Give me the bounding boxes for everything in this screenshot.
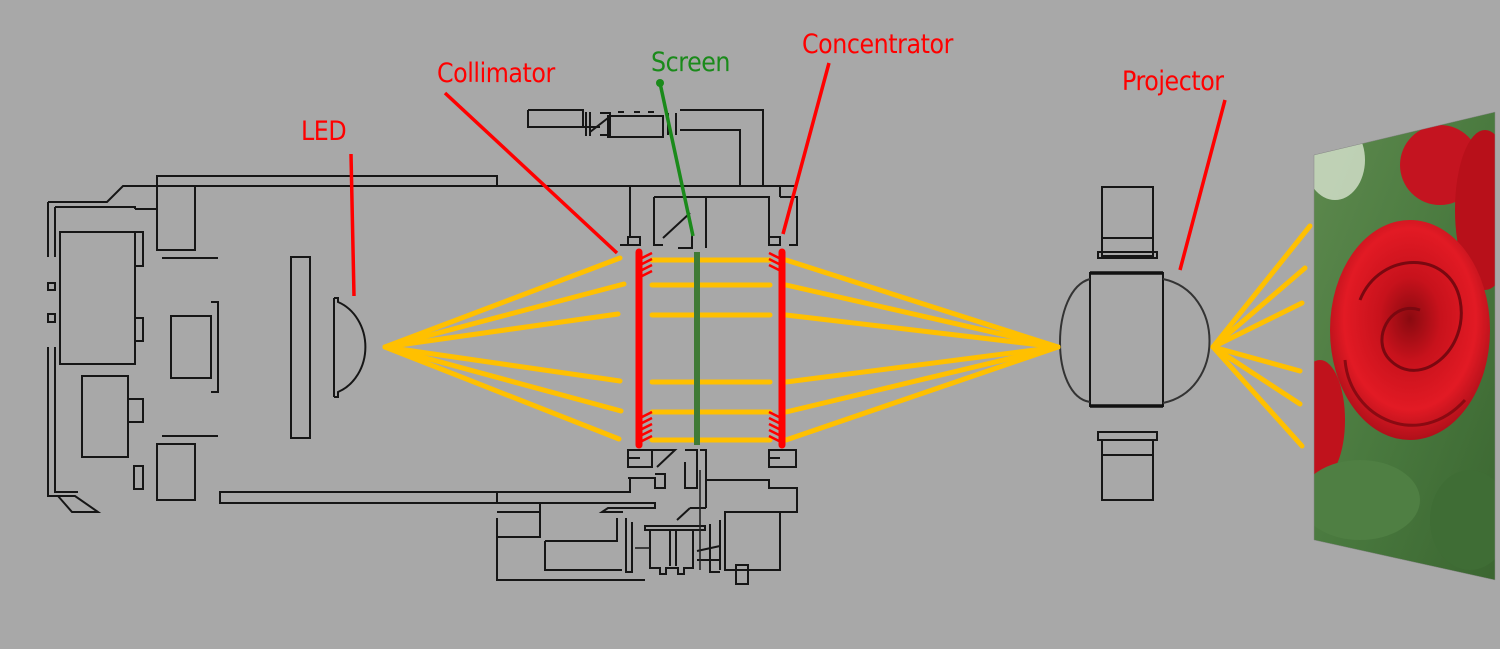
converging-ray-4 [783,344,1061,415]
converging-ray-1 [783,282,1061,350]
screen-leader-dot [656,79,664,87]
led-emitter [333,297,367,398]
projection-ray-5 [1210,344,1305,449]
concentrator-leader-line [781,62,831,235]
projection-ray-3 [1210,344,1303,374]
projector-leader-line [1178,99,1227,271]
projection-ray-4 [1210,344,1303,407]
led-leader-line [349,153,356,297]
screen-leader-line [658,82,695,237]
collimator-leader-line [443,91,619,255]
projector-label: Projector [1122,66,1224,97]
converging-ray-3 [783,344,1061,385]
concentrator-lens [768,248,786,449]
converging-ray-5 [783,344,1061,443]
lens-housing [496,109,798,585]
image-frame [1313,111,1496,581]
screen-label: Screen [651,47,731,78]
projection-ray-1 [1210,265,1308,350]
converging-ray-0 [783,257,1061,350]
led-ray-2 [382,311,621,350]
collimator-label: Collimator [437,58,555,89]
projected-image [1314,112,1495,580]
led-ray-1 [382,281,627,350]
projection-ray-0 [1210,223,1313,350]
projection-ray-2 [1210,300,1305,350]
projector-lens-assembly [1059,186,1211,501]
converging-ray-2 [783,312,1061,350]
led-ray-3 [382,344,623,384]
light-rays [382,223,1313,449]
leader-lines [349,62,1227,297]
led-housing [47,175,641,513]
led-ray-0 [382,255,623,350]
led-ray-5 [382,344,622,442]
concentrator-label: Concentrator [802,29,953,60]
led-ray-4 [382,344,624,414]
led-label: LED [301,116,347,147]
collimator-lens [635,248,653,449]
